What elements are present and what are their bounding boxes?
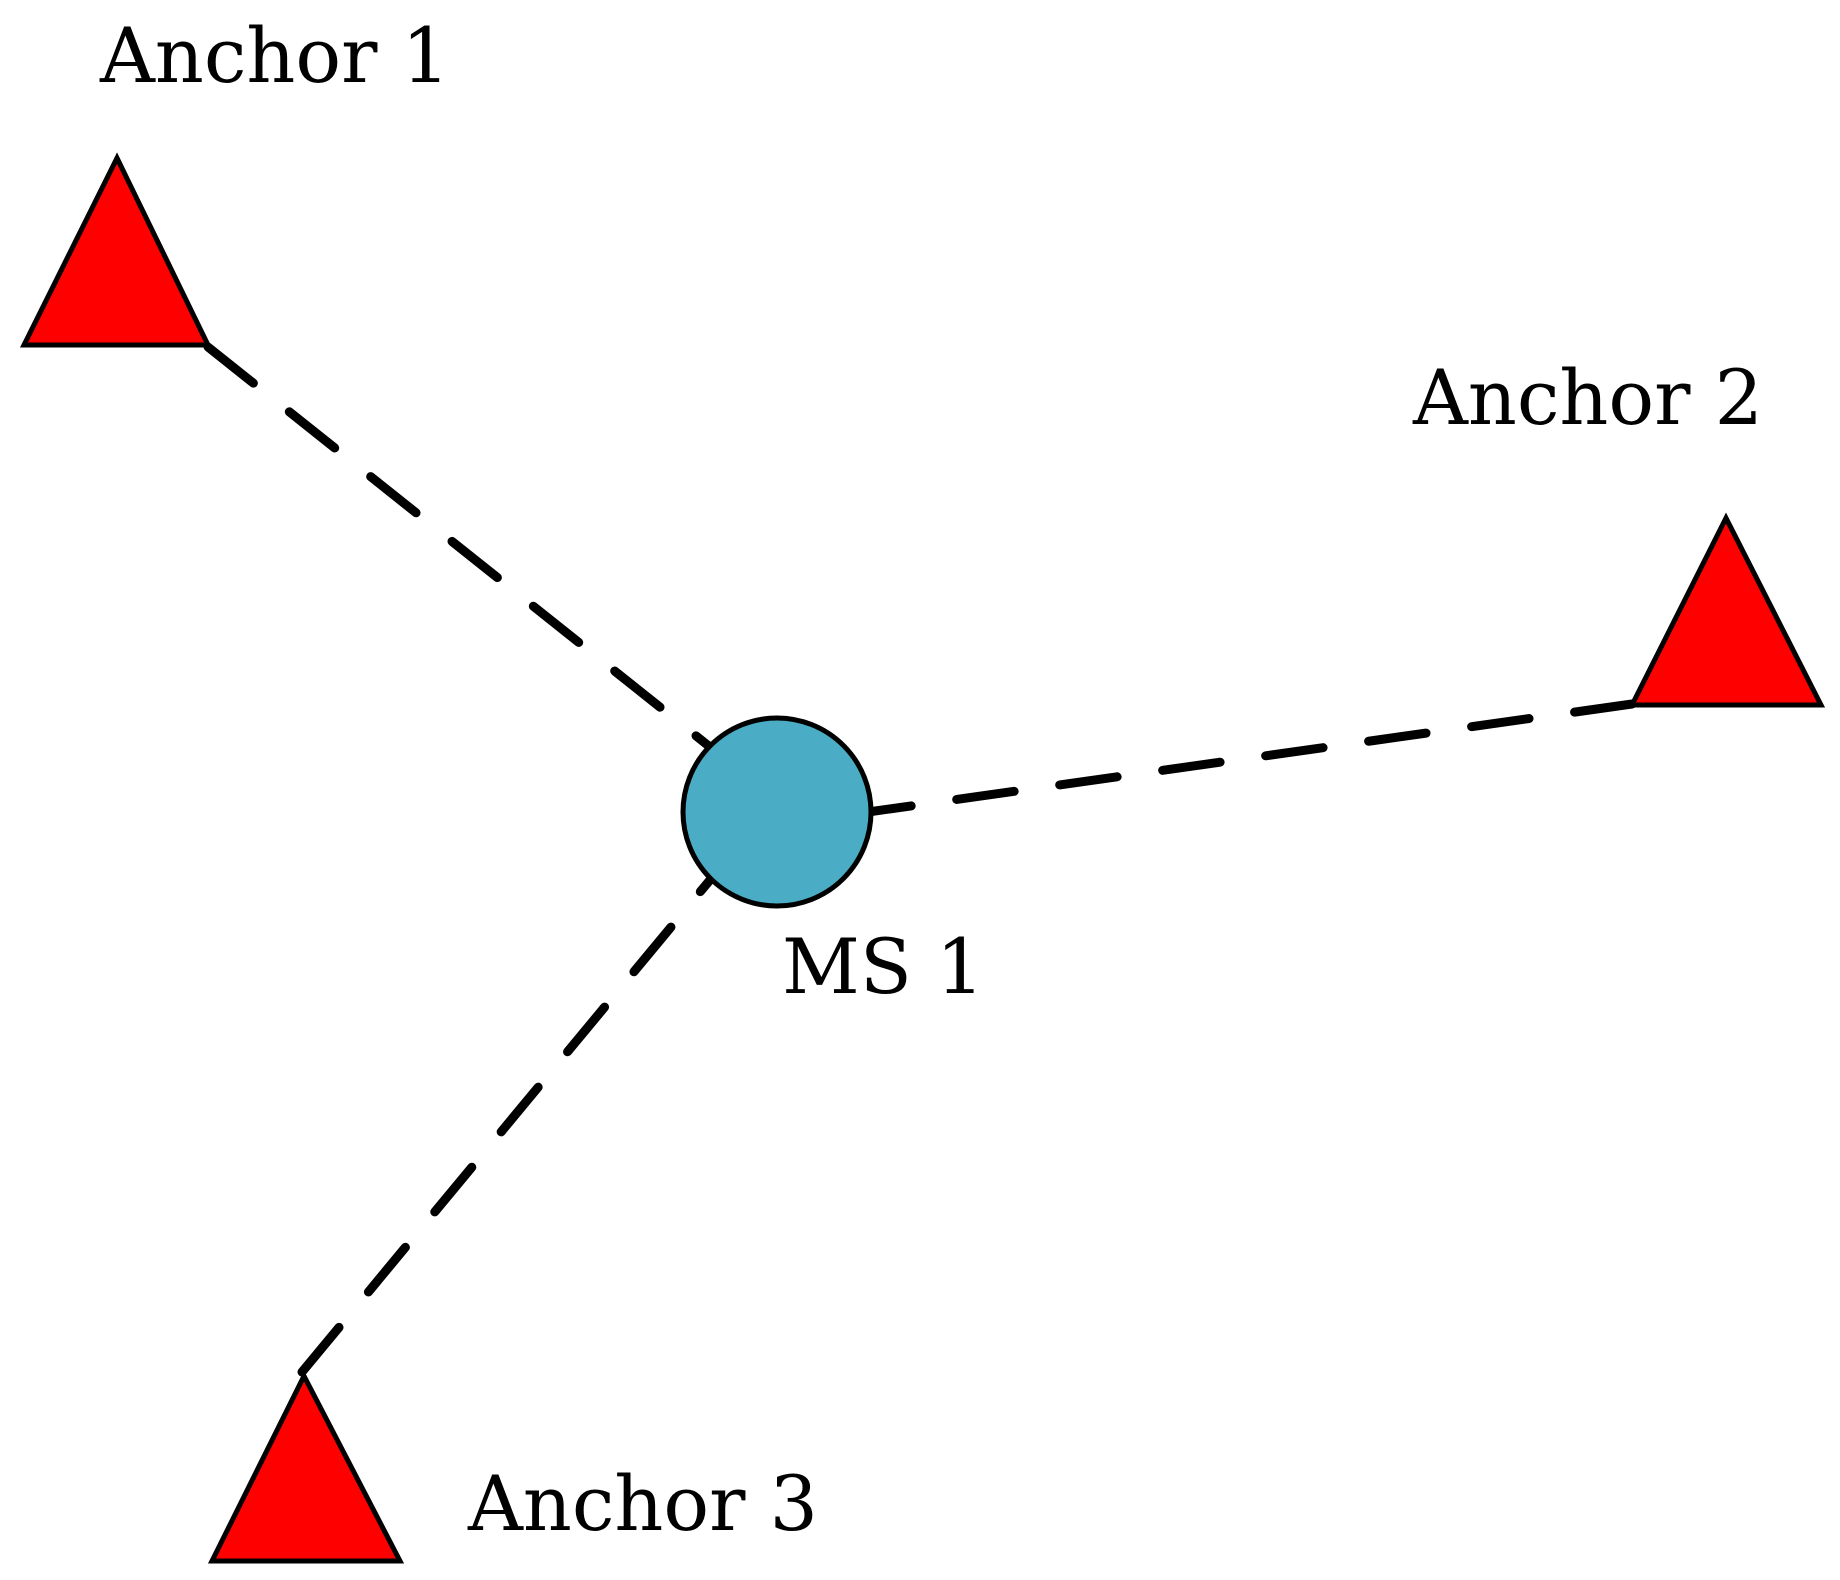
link-anchor-2: [863, 699, 1637, 817]
anchor-1-label: Anchor 1: [99, 11, 450, 100]
anchor-1-triangle: [19, 152, 212, 348]
anchor-2-label: Anchor 2: [1412, 353, 1763, 442]
link-anchor-3: [297, 875, 715, 1377]
mobile-station-node: [680, 715, 874, 909]
mobile-station-label: MS 1: [782, 922, 984, 1011]
anchor-3-label: Anchor 3: [467, 1459, 818, 1548]
link-anchor-1: [203, 342, 715, 752]
anchor-2-triangle: [1627, 512, 1826, 708]
anchor-3-triangle: [207, 1370, 405, 1564]
